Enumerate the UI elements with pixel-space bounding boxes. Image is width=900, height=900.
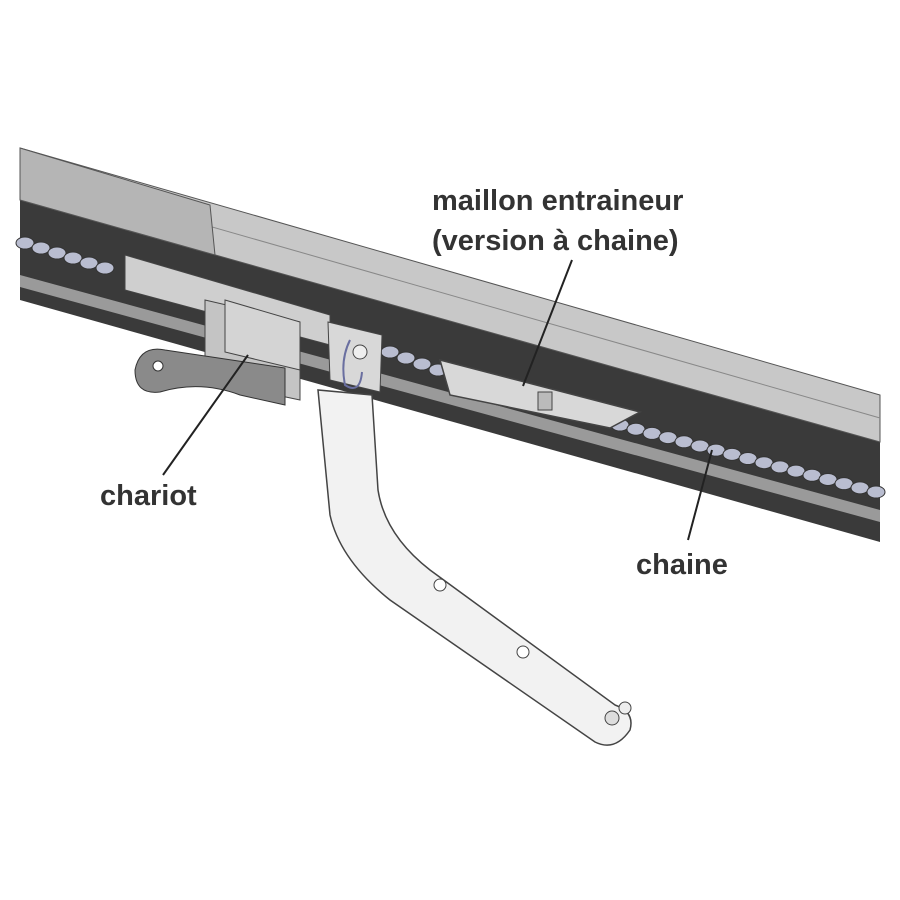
chain-link	[412, 357, 432, 371]
chain-link	[834, 477, 854, 491]
door-arm	[317, 389, 632, 746]
leader-drive-link	[522, 259, 573, 387]
chain-link	[380, 345, 400, 359]
leader-carriage	[162, 354, 249, 476]
chain-link	[770, 460, 790, 474]
arm-hole	[433, 578, 447, 592]
chain-link	[786, 464, 806, 478]
chain-link	[15, 236, 35, 250]
chain-link	[850, 481, 870, 495]
label-chain: chaine	[636, 549, 728, 581]
drive-link-tab	[537, 391, 553, 411]
carriage-lever	[134, 348, 286, 406]
chain-link	[674, 435, 694, 449]
lever-hole	[152, 360, 164, 372]
chain	[15, 236, 886, 499]
label-drive-link-line2: (version à chaine)	[432, 225, 679, 257]
chain-link	[866, 485, 886, 499]
leader-chain	[687, 449, 713, 541]
chain-link	[658, 431, 678, 445]
chain-link	[802, 468, 822, 482]
rail-end-cover	[19, 147, 216, 256]
chain-link	[706, 443, 726, 457]
chain-link	[738, 452, 758, 465]
chain-link	[722, 447, 742, 461]
chain-link	[818, 472, 838, 486]
pin	[352, 344, 368, 360]
chain-link	[754, 456, 774, 470]
chain-link	[95, 261, 115, 275]
chain-link	[642, 426, 662, 440]
chain-link	[396, 351, 416, 365]
chain-link	[79, 256, 99, 270]
arm-end-pin	[604, 710, 620, 726]
chain-link	[690, 439, 710, 453]
spring-clip	[342, 339, 363, 389]
arm-end-pin	[618, 701, 632, 715]
chain-link	[626, 422, 646, 436]
chain-link	[47, 246, 67, 260]
chain-link	[31, 241, 51, 255]
arm-hole	[516, 645, 530, 659]
label-drive-link-line1: maillon entraineur	[432, 185, 684, 217]
label-carriage: chariot	[100, 480, 197, 512]
chain-link	[63, 251, 83, 265]
carriage	[124, 254, 383, 406]
carriage-side	[224, 299, 301, 371]
